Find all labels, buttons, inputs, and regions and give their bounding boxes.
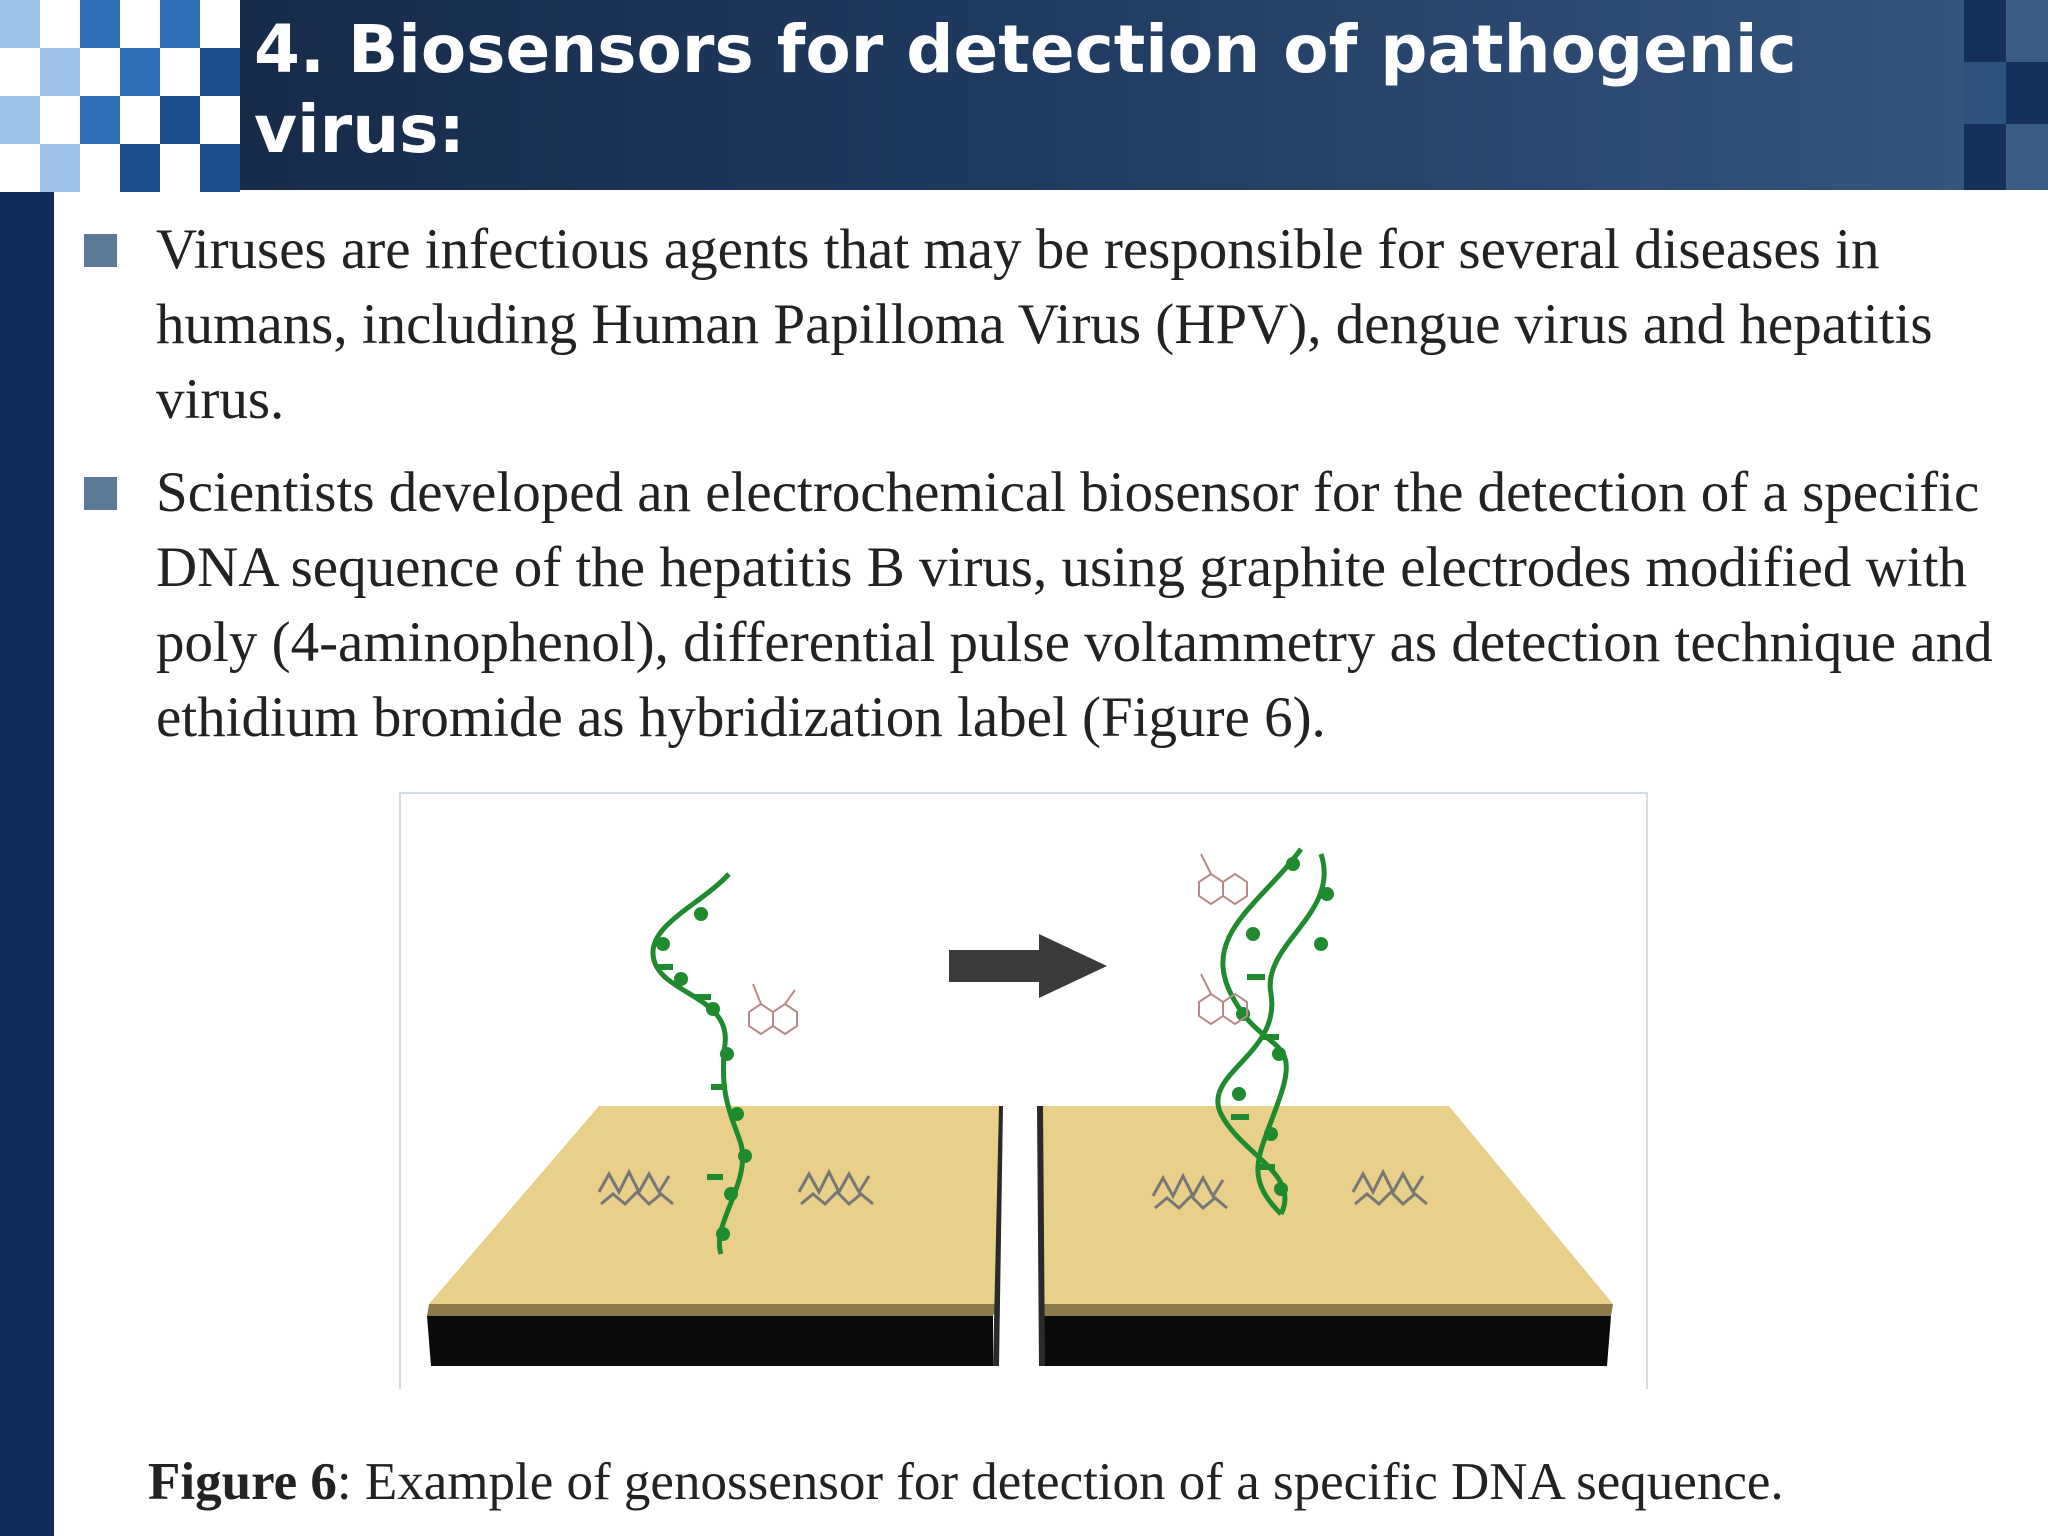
bullet-item: Viruses are infectious agents that may b…: [80, 212, 2000, 437]
title-bar-right-decoration: [1964, 0, 2048, 190]
square-bullet-icon: [84, 477, 117, 510]
probe-clusters: [597, 1168, 1428, 1211]
bullet-text: Scientists developed an electrochemical …: [156, 461, 1993, 749]
figure-frame: [399, 792, 1648, 1389]
checker-decoration: [0, 0, 240, 192]
double-strand-dna: [1215, 847, 1334, 1216]
ethidium-bromide-icon: [1198, 853, 1248, 1026]
title-bar: [240, 0, 1964, 190]
figure-caption: Figure 6: Example of genossensor for det…: [148, 1452, 2028, 1512]
square-bullet-icon: [84, 234, 117, 267]
figure-caption-text: : Example of genossensor for detection o…: [336, 1453, 1784, 1511]
electrode-left: [427, 1106, 1003, 1366]
right-arrow-icon: [949, 934, 1107, 998]
bullet-text: Viruses are infectious agents that may b…: [156, 218, 1933, 431]
genosensor-illustration: [427, 847, 1613, 1366]
electrode-right: [1037, 1106, 1613, 1366]
ethidium-bromide-icon: [748, 983, 798, 1036]
figure-caption-label: Figure 6: [148, 1453, 337, 1511]
slide-title: 4. Biosensors for detection of pathogeni…: [254, 11, 1797, 168]
slide-body: Viruses are infectious agents that may b…: [80, 212, 2000, 773]
single-strand-dna: [650, 872, 752, 1255]
left-band: [0, 192, 54, 1536]
bullet-item: Scientists developed an electrochemical …: [80, 455, 2000, 755]
